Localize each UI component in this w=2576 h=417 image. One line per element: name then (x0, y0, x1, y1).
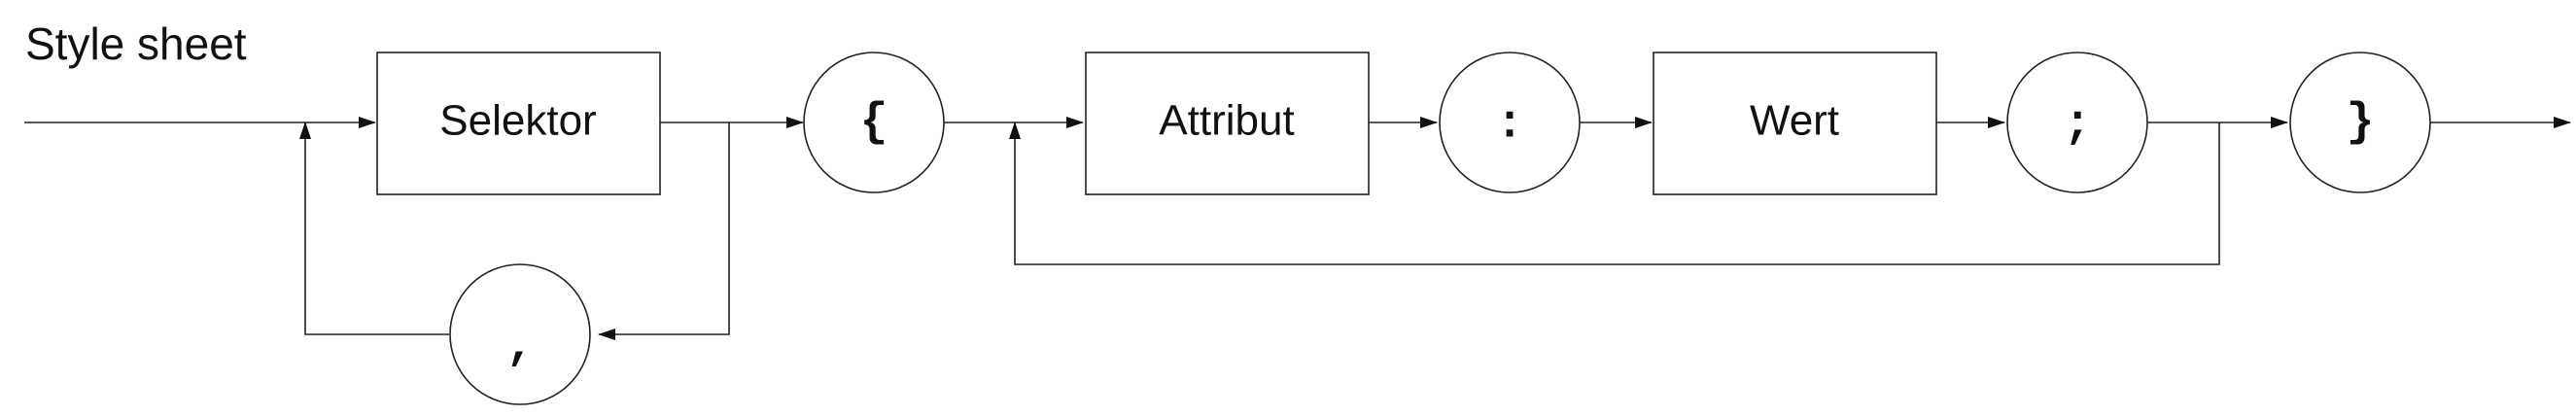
selektor-label: Selektor (439, 97, 596, 145)
comma-node (449, 263, 591, 405)
comma-label: , (506, 321, 535, 373)
selektor-box (376, 52, 661, 195)
wert-box (1653, 52, 1937, 195)
close-brace-label: } (2347, 97, 2375, 150)
attribut-box (1085, 52, 1370, 195)
diagram-title: Style sheet (25, 18, 247, 69)
colon-label: : (1496, 99, 1524, 152)
comma-loop-line (598, 122, 730, 340)
attribut-label: Attribut (1159, 97, 1294, 145)
wert-label: Wert (1750, 97, 1839, 145)
comma-return-line (299, 122, 449, 335)
semicolon-loop-line (1009, 122, 2220, 265)
open-brace-label: { (860, 97, 888, 150)
semicolon-label: ; (2064, 99, 2092, 152)
